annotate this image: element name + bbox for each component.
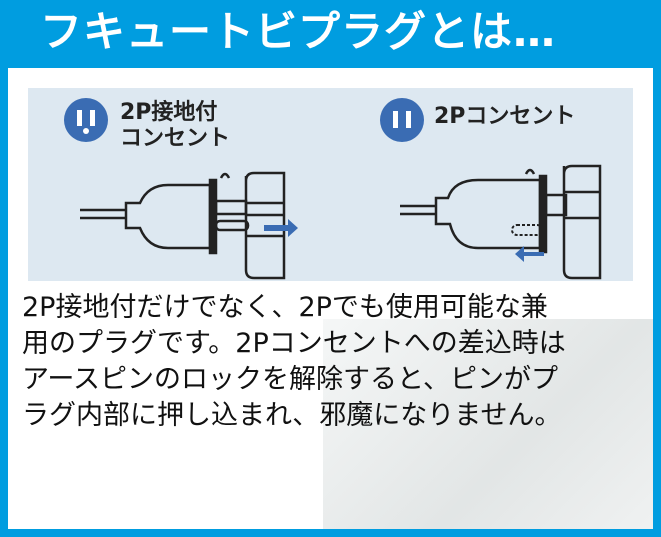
ungrounded-plug-diagram (400, 164, 602, 280)
grounded-outlet-icon (64, 98, 108, 142)
description-line: アースピンのロックを解除すると、ピンがプ (22, 364, 558, 395)
content-area: 2P接地付 コンセント 2Pコンセント (8, 68, 653, 529)
right-label: 2Pコンセント (434, 104, 576, 129)
description: 2P接地付だけでなく、2Pでも使用可能な兼 用のプラグです。2Pコンセントへの差… (22, 290, 642, 434)
description-line: 2P接地付だけでなく、2Pでも使用可能な兼 (22, 292, 548, 323)
grounded-plug-diagram (80, 171, 298, 280)
left-label-line1: 2P接地付 (120, 100, 218, 125)
outlet-icon (380, 98, 424, 142)
description-line: ラグ内部に押し込まれ、邪魔になりません。 (22, 400, 562, 431)
arrow-right-icon (264, 219, 298, 237)
page-title: フキュートビプラグとは… (40, 7, 557, 56)
diagram-panel: 2P接地付 コンセント 2Pコンセント (28, 88, 633, 281)
plug-photo-background (323, 319, 653, 529)
left-label-line2: コンセント (120, 126, 231, 151)
arrow-left-icon (515, 246, 544, 262)
description-line: 用のプラグです。2Pコンセントへの差込時は (22, 328, 566, 359)
left-label: 2P接地付 コンセント (120, 100, 230, 152)
